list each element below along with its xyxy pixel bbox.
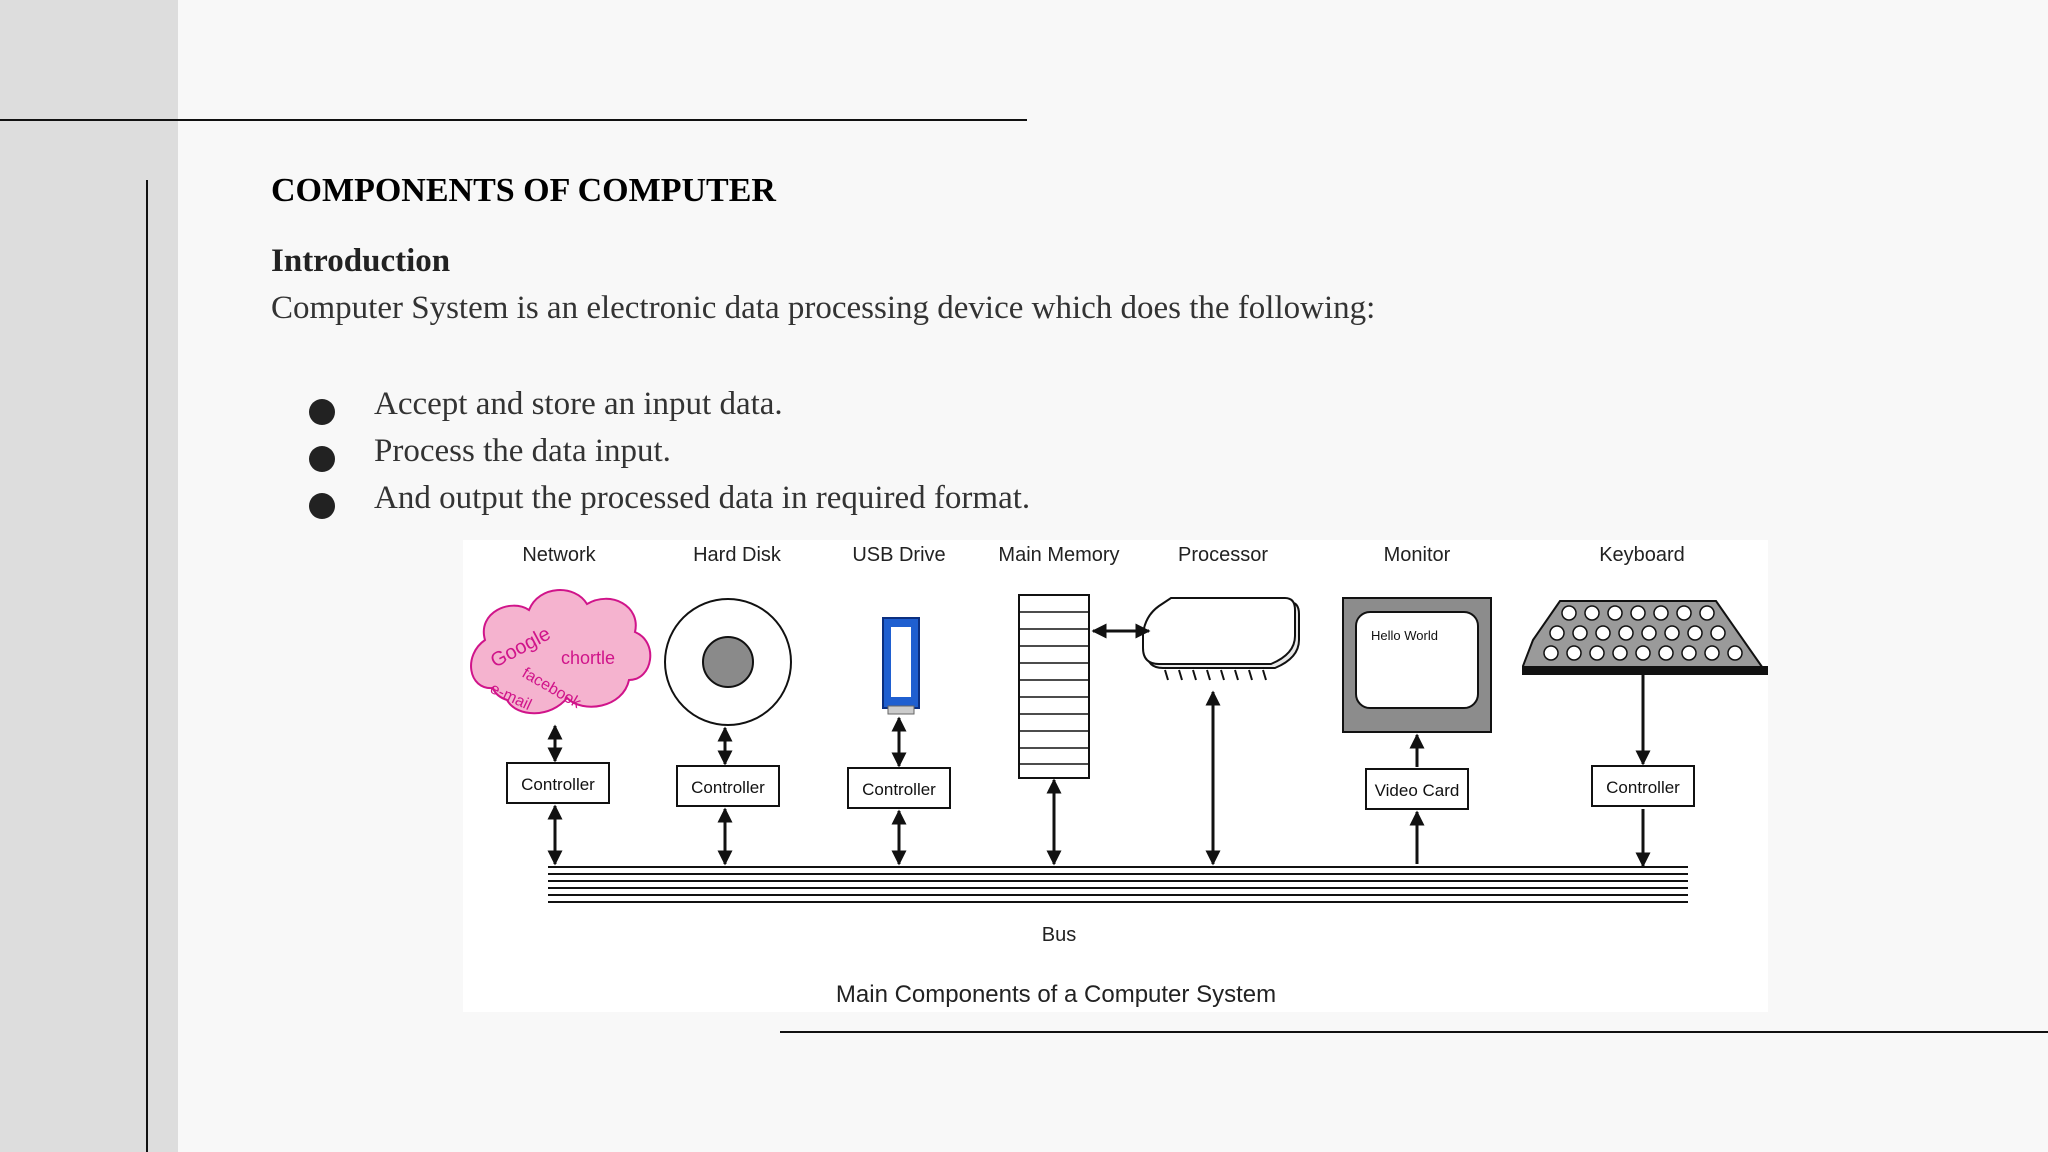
keyboard-icon — [1522, 600, 1768, 675]
intro-paragraph: Computer System is an electronic data pr… — [271, 290, 1376, 326]
label-keyboard: Keyboard — [1599, 544, 1685, 566]
disk-controller-box: Controller — [676, 765, 780, 807]
monitor-icon: Hello World — [1342, 597, 1492, 733]
system-bus-lines — [548, 866, 1688, 903]
bus-label: Bus — [1042, 924, 1076, 946]
bullet-text: And output the processed data in require… — [374, 480, 1031, 516]
label-network: Network — [522, 544, 596, 566]
svg-text:chortle: chortle — [561, 648, 615, 668]
bottom-divider-line — [780, 1031, 2048, 1033]
label-hard-disk: Hard Disk — [693, 544, 782, 566]
svg-text:Video Card: Video Card — [1375, 781, 1460, 800]
bullet-dot-icon — [309, 399, 335, 425]
label-monitor: Monitor — [1384, 544, 1451, 566]
section-heading: Introduction — [271, 243, 451, 279]
top-divider-line — [0, 119, 1027, 121]
label-main-memory: Main Memory — [998, 544, 1119, 566]
network-cloud-icon: Google chortle facebook e-mail — [470, 589, 652, 715]
processor-chip-icon — [1142, 597, 1300, 681]
svg-text:Controller: Controller — [521, 775, 595, 794]
svg-text:Controller: Controller — [862, 780, 936, 799]
bullet-text: Process the data input. — [374, 433, 671, 469]
svg-text:Controller: Controller — [691, 778, 765, 797]
left-vertical-line — [146, 180, 148, 1152]
svg-text:Controller: Controller — [1606, 778, 1680, 797]
main-memory-icon — [1018, 594, 1090, 779]
computer-components-diagram: Network Hard Disk USB Drive Main Memory … — [463, 540, 1768, 1012]
connector-arrows — [547, 623, 1651, 868]
video-card-box: Video Card — [1365, 768, 1469, 810]
label-processor: Processor — [1178, 544, 1268, 566]
keyboard-controller-box: Controller — [1591, 765, 1695, 807]
usb-controller-box: Controller — [847, 767, 951, 809]
bullet-dot-icon — [309, 446, 335, 472]
network-controller-box: Controller — [506, 762, 610, 804]
bullet-dot-icon — [309, 493, 335, 519]
label-usb-drive: USB Drive — [852, 544, 945, 566]
diagram-caption: Main Components of a Computer System — [836, 981, 1276, 1008]
bullet-text: Accept and store an input data. — [374, 386, 783, 422]
usb-drive-icon — [882, 617, 920, 715]
left-sidebar-band — [0, 0, 178, 1152]
slide-title: COMPONENTS OF COMPUTER — [271, 172, 776, 209]
hard-disk-icon — [664, 598, 792, 726]
svg-text:Hello World: Hello World — [1371, 628, 1438, 643]
